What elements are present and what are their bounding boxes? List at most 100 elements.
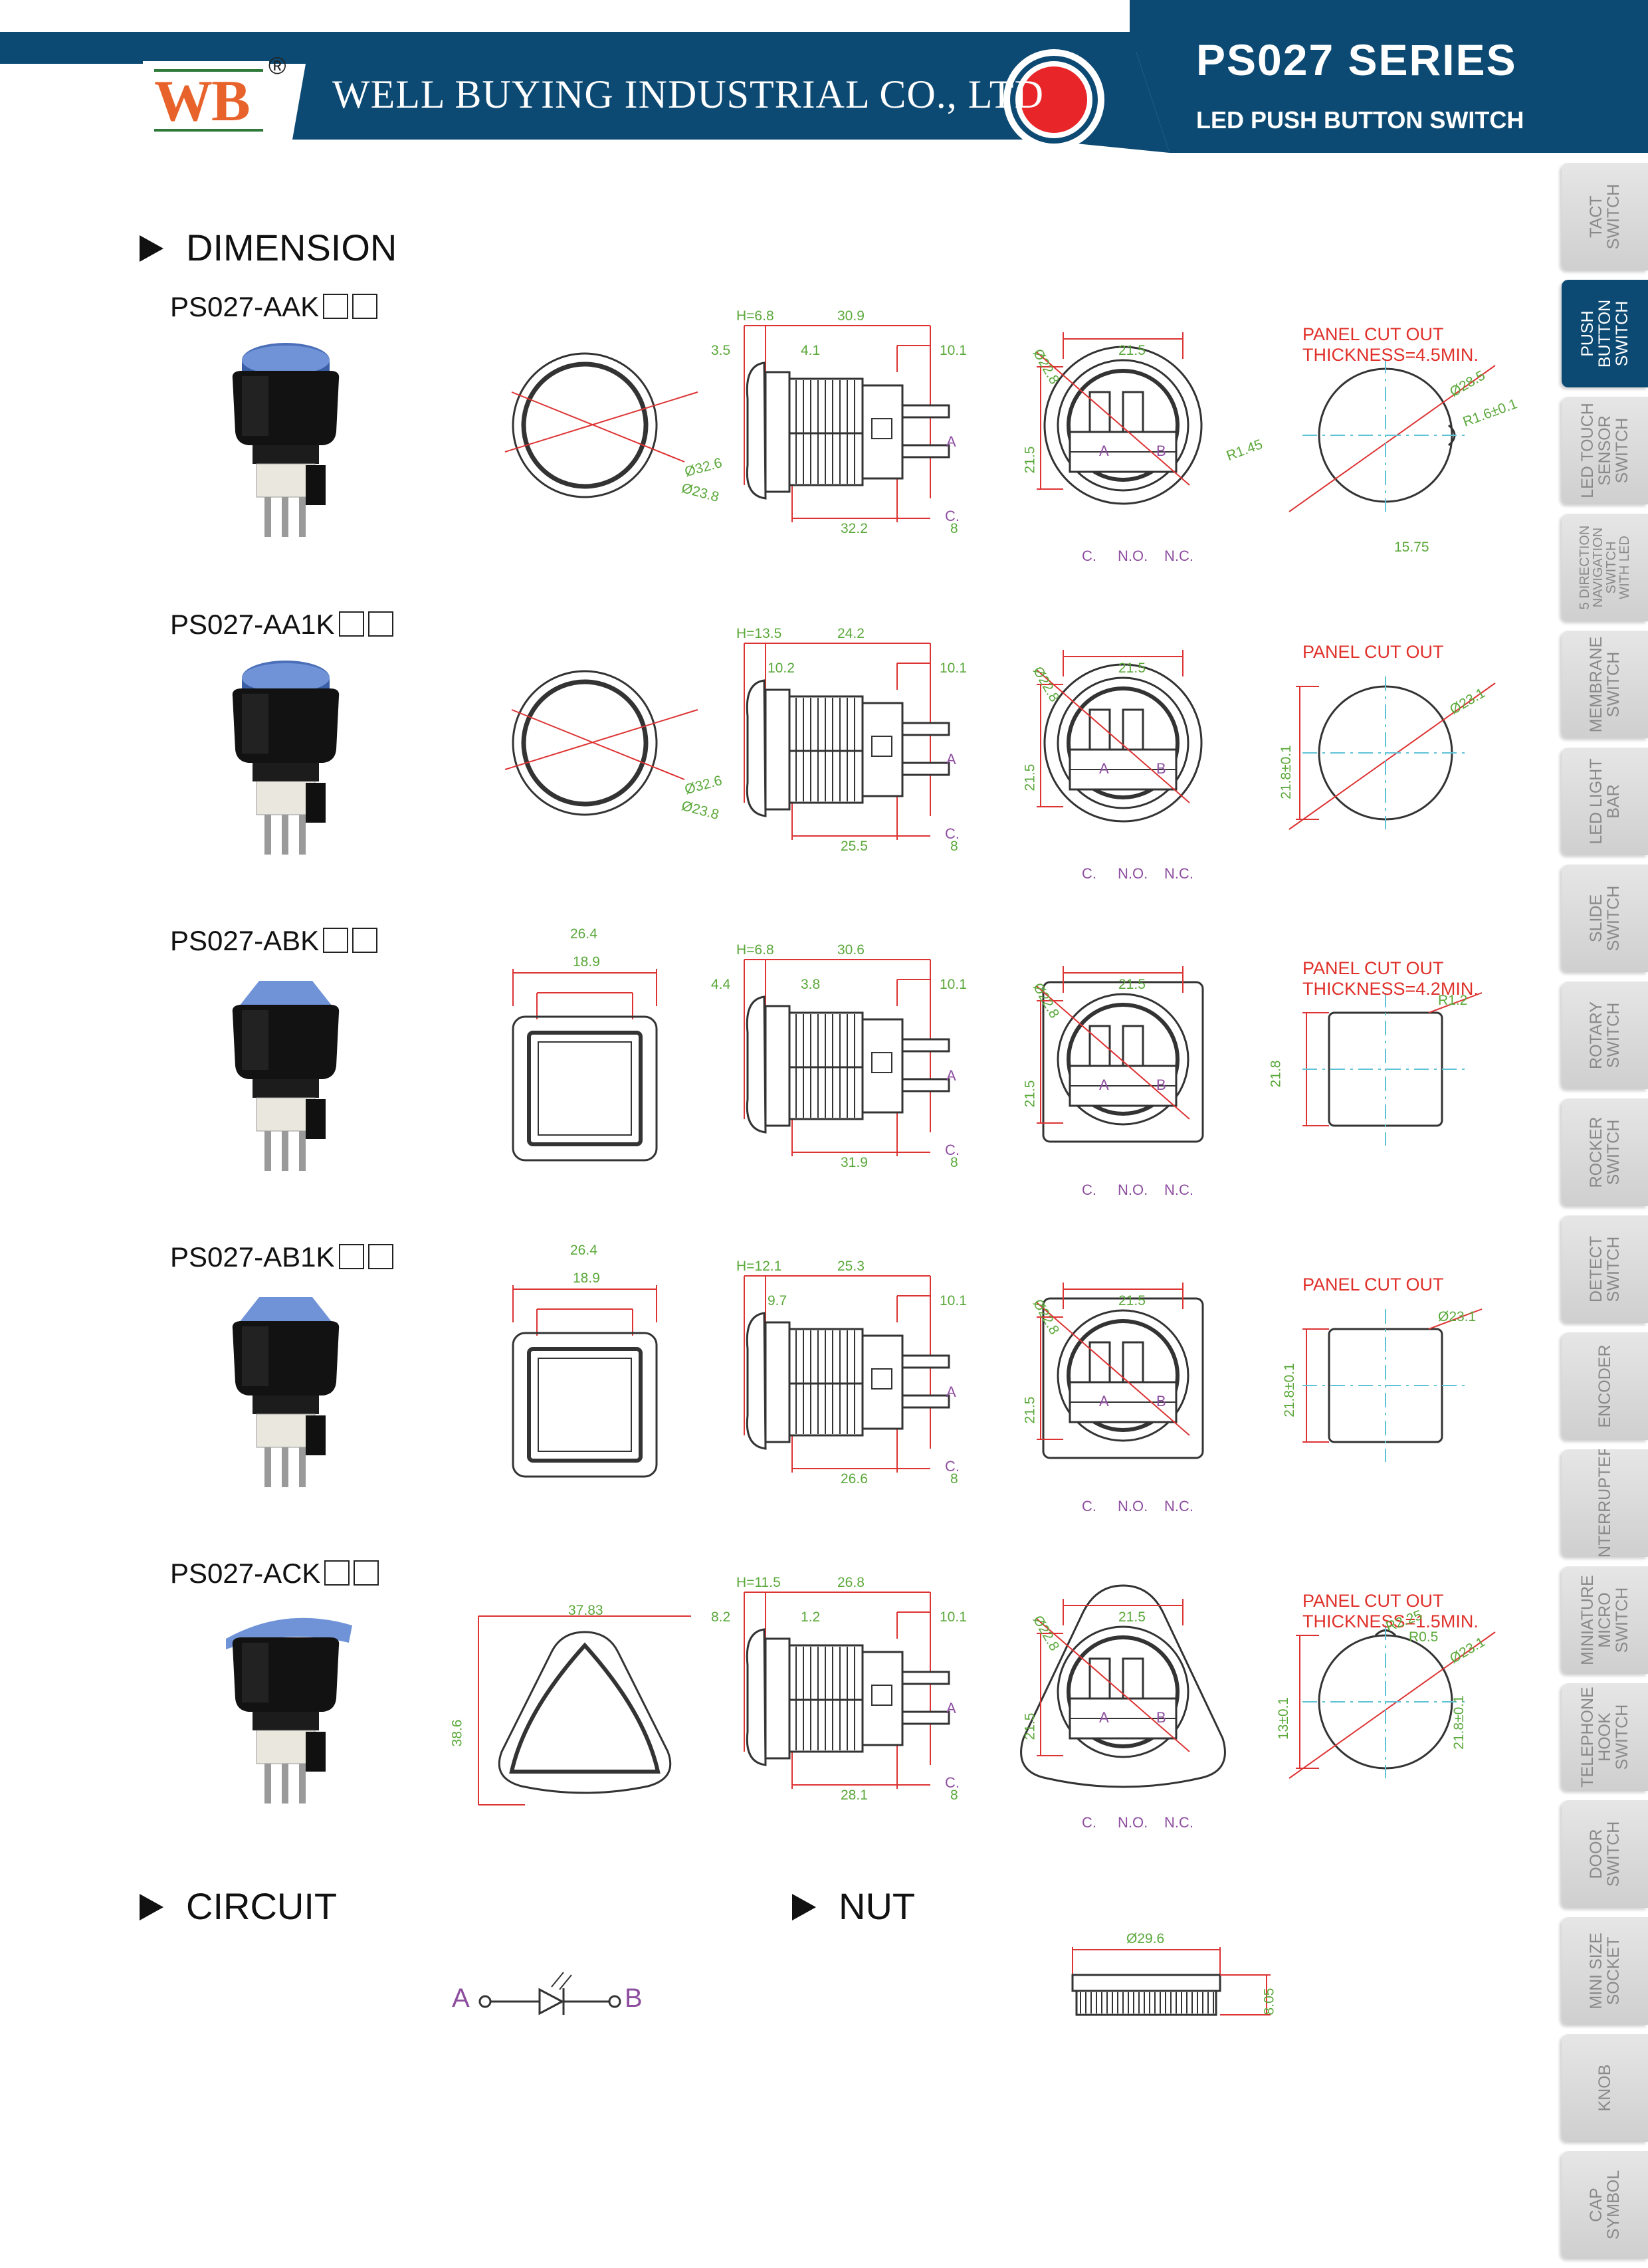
- side-pin-c: C.: [945, 1458, 960, 1475]
- series-subtitle: LED PUSH BUTTON SWITCH: [1196, 106, 1524, 134]
- side-length: 24.2: [837, 626, 865, 641]
- tab-label: MEMBRANE SWITCH: [1587, 636, 1623, 733]
- option-box: [367, 611, 393, 637]
- tab-miniature-micro-switch[interactable]: MINIATURE MICRO SWITCH: [1562, 1566, 1648, 1674]
- product-photo: [226, 1617, 352, 1804]
- section-nut: NUT: [792, 1885, 915, 1928]
- rear-label-no: N.O.: [1118, 1498, 1148, 1514]
- side-pin-a: A: [946, 1384, 956, 1400]
- rear-label-no: N.O.: [1118, 865, 1148, 882]
- side-height: H=6.8: [736, 942, 774, 958]
- option-box: [323, 294, 349, 319]
- rear-pin-a: A: [1099, 1709, 1109, 1726]
- rear-width: 21.5: [1118, 977, 1146, 992]
- tab-label: TELEPHONE HOOK SWITCH: [1578, 1687, 1631, 1788]
- front-view-drawing: [504, 670, 698, 816]
- rear-view-drawing: [1036, 650, 1203, 823]
- panel-height: 21.8: [1268, 1060, 1284, 1088]
- side-dim-b: 4.1: [801, 343, 821, 358]
- rear-pin-b: B: [1156, 1077, 1166, 1093]
- rear-label-nc: N.C.: [1164, 548, 1193, 564]
- option-box: [338, 611, 364, 637]
- panel-height: 21.8±0.1: [1278, 745, 1294, 799]
- tab-rocker-switch[interactable]: ROCKER SWITCH: [1562, 1098, 1648, 1206]
- side-height: H=11.5: [736, 1575, 781, 1590]
- panel-height: 21.8±0.1: [1281, 1363, 1297, 1417]
- tab-5-direction-navigation-switch-with-led[interactable]: 5 DIRECTION NAVIGATION SWITCH WITH LED: [1562, 514, 1648, 621]
- tab-telephone-hook-switch[interactable]: TELEPHONE HOOK SWITCH: [1562, 1683, 1648, 1791]
- side-dim-c: 10.1: [940, 1609, 967, 1625]
- tab-led-light-bar[interactable]: LED LIGHT BAR: [1562, 748, 1648, 855]
- panel-cutout-drawing: [1288, 359, 1496, 512]
- option-box: [338, 1244, 364, 1269]
- side-terminal-length: 8: [950, 1155, 958, 1170]
- side-dim-a: 4.4: [711, 977, 731, 992]
- side-height: H=12.1: [736, 1259, 782, 1274]
- tab-slide-switch[interactable]: SLIDE SWITCH: [1562, 865, 1648, 972]
- tab-label: 5 DIRECTION NAVIGATION SWITCH WITH LED: [1578, 525, 1632, 610]
- panel-cutout-title: PANEL CUT OUT: [1302, 642, 1444, 662]
- side-length: 25.3: [837, 1259, 865, 1274]
- tab-detect-switch[interactable]: DETECT SWITCH: [1562, 1215, 1648, 1323]
- panel-cutout-drawing: [1288, 1625, 1496, 1779]
- rear-height: 21.5: [1022, 764, 1038, 791]
- option-box: [352, 928, 378, 953]
- panel-cutout-drawing: [1302, 992, 1483, 1146]
- option-box: [324, 1560, 350, 1586]
- side-pin-a: A: [946, 433, 956, 450]
- side-pin-c: C.: [945, 825, 960, 842]
- rear-label-nc: N.C.: [1164, 1182, 1193, 1198]
- model-name: PS027-AA1K: [170, 609, 393, 641]
- panel-corner-radius: Ø23.1: [1438, 1309, 1477, 1324]
- rear-label-c: C.: [1082, 1498, 1096, 1514]
- tab-mini-size-socket[interactable]: MINI SIZE SOCKET: [1562, 1917, 1648, 2025]
- rear-label-c: C.: [1082, 1814, 1096, 1831]
- front-width: 37.83: [568, 1603, 603, 1618]
- tab-knob[interactable]: KNOB: [1562, 2034, 1648, 2142]
- tab-push-button-switch[interactable]: PUSH BUTTON SWITCH: [1562, 280, 1648, 387]
- category-tabs: TACT SWITCH PUSH BUTTON SWITCH LED TOUCH S…: [1562, 163, 1648, 2268]
- rear-pin-a: A: [1099, 1077, 1109, 1093]
- nut-drawing: [1071, 1947, 1271, 2016]
- tab-cap-symbol[interactable]: CAP SYMBOL: [1562, 2151, 1648, 2259]
- tab-encoder[interactable]: ENCODER: [1562, 1332, 1648, 1440]
- rear-label-nc: N.C.: [1164, 1498, 1193, 1514]
- section-circuit: CIRCUIT: [140, 1885, 337, 1928]
- tab-door-switch[interactable]: DOOR SWITCH: [1562, 1800, 1648, 1908]
- product-photo: [232, 343, 340, 537]
- page-header: [0, 0, 1648, 153]
- tab-rotary-switch[interactable]: ROTARY SWITCH: [1562, 981, 1648, 1089]
- rear-pin-b: B: [1156, 760, 1166, 777]
- tab-membrane-switch[interactable]: MEMBRANE SWITCH: [1562, 631, 1648, 738]
- front-outer-width: 26.4: [570, 926, 597, 942]
- front-view-drawing: [478, 1615, 691, 1805]
- tab-interrupter[interactable]: INTERRUPTER: [1562, 1449, 1648, 1557]
- tab-led-touch-sensor-switch[interactable]: LED TOUCH SENSOR SWITCH: [1562, 397, 1648, 504]
- product-photo: [232, 981, 340, 1171]
- rear-width: 21.5: [1118, 343, 1146, 358]
- side-terminal-length: 8: [950, 839, 958, 854]
- side-view-drawing: [744, 959, 950, 1156]
- rear-height: 21.5: [1022, 446, 1038, 474]
- rear-pin-b: B: [1156, 1393, 1166, 1409]
- side-view-drawing: [744, 325, 950, 522]
- rear-view-drawing: [1036, 332, 1203, 505]
- rear-label-c: C.: [1082, 548, 1096, 564]
- side-height: H=13.5: [736, 626, 782, 641]
- tab-label: ROTARY SWITCH: [1587, 1001, 1623, 1069]
- rear-label-nc: N.C.: [1164, 1814, 1193, 1831]
- side-dim-c: 10.1: [940, 343, 967, 358]
- rear-view-drawing: [1020, 1584, 1226, 1788]
- side-dim-b: 9.7: [768, 1293, 787, 1308]
- side-bottom-length: 31.9: [841, 1155, 868, 1170]
- rear-label-c: C.: [1082, 1182, 1096, 1198]
- tab-label: ENCODER: [1596, 1344, 1614, 1428]
- section-dimension: DIMENSION: [140, 226, 397, 269]
- side-dim-a: 8.2: [711, 1609, 731, 1625]
- panel-height: 21.8±0.1: [1451, 1695, 1467, 1750]
- panel-key-offset: 13±0.1: [1276, 1697, 1292, 1740]
- tab-tact-switch[interactable]: TACT SWITCH: [1562, 163, 1648, 270]
- side-terminal-length: 8: [950, 1471, 958, 1487]
